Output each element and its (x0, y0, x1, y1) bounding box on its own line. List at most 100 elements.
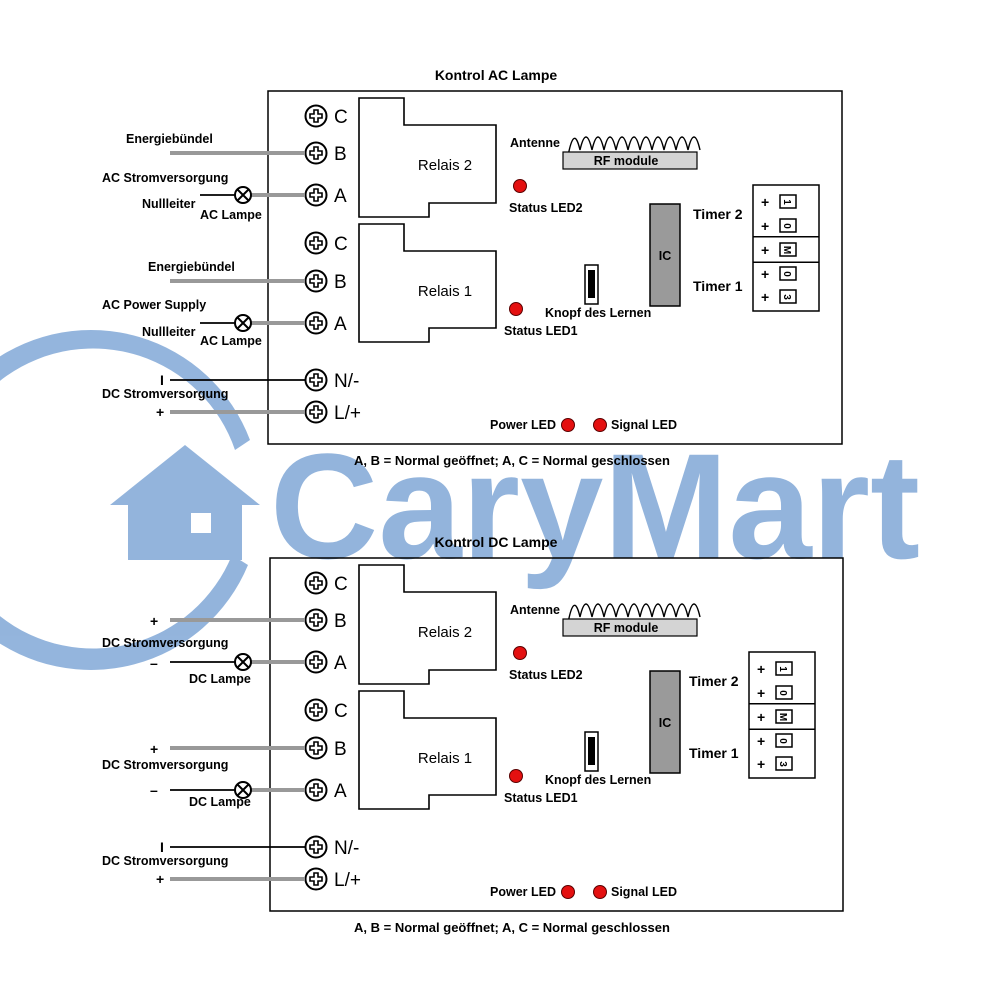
learn-button-label: Knopf des Lernen (545, 773, 651, 787)
relay-1: Relais 1 (358, 223, 497, 343)
ic-chip (649, 203, 681, 307)
lamp-icon (234, 186, 252, 204)
dc-supply-label: DC Stromversorgung (102, 387, 228, 401)
rf-module (562, 618, 698, 637)
terminal-l (304, 400, 328, 424)
status-led1-label: Status LED1 (504, 324, 578, 338)
antenna-coil-icon (567, 603, 701, 624)
terminal-r2-c-label: C (334, 574, 348, 595)
dc-plus-label: + (156, 871, 164, 887)
dip-key-label: 0 (777, 738, 788, 744)
status-led1 (509, 302, 523, 316)
antenna-coil-icon (567, 136, 701, 157)
dip-key-icon (779, 266, 797, 281)
ic-label: IC (659, 716, 672, 730)
dip-row: +M (761, 242, 797, 258)
watermark-house-window (191, 513, 211, 533)
terminal-n-label: N/- (334, 371, 359, 392)
dip-row: +0 (757, 685, 793, 701)
terminal-r2-c (304, 571, 328, 595)
dip-key-label: 1 (777, 666, 788, 672)
relay-1: Relais 1 (358, 690, 497, 810)
dc-minus-label: I (160, 839, 164, 855)
dip-key-icon (775, 685, 793, 700)
terminal-l-label: L/+ (334, 870, 361, 891)
terminal-n-label: N/- (334, 838, 359, 859)
dip-key-icon (775, 756, 793, 771)
terminal-screw-icon (309, 576, 323, 590)
terminal-r1-c-label: C (334, 234, 348, 255)
dip-row: +3 (757, 756, 793, 772)
dip-plus-sign: + (757, 756, 765, 772)
dip-key-label: 1 (781, 199, 792, 205)
status-led2-label: Status LED2 (509, 201, 583, 215)
relay-1-label: Relais 1 (418, 750, 472, 767)
dip-key-icon (779, 242, 797, 257)
lamp-cross (236, 655, 250, 669)
dip-plus-sign: + (761, 194, 769, 210)
status-led2 (513, 646, 527, 660)
signal-led (593, 418, 607, 432)
r2-lamp-label: AC Lampe (200, 208, 262, 222)
dip-key-label: 3 (781, 294, 792, 300)
dip-plus-sign: + (757, 709, 765, 725)
relay-2: Relais 2 (358, 564, 497, 685)
terminal-screw-icon (309, 741, 323, 755)
terminal-screw-icon (309, 840, 323, 854)
lamp-cross (236, 783, 250, 797)
power-led (561, 885, 575, 899)
board-outline (267, 90, 843, 445)
terminal-screw-icon (309, 274, 323, 288)
terminal-screw-icon (309, 146, 323, 160)
terminal-screw-icon (309, 188, 323, 202)
learn-button-icon (588, 737, 595, 765)
terminal-r1-c (304, 231, 328, 255)
terminal-screw-icon (309, 703, 323, 717)
dip-row: +1 (761, 194, 797, 210)
terminal-r1-a (304, 311, 328, 335)
board-outline (269, 557, 844, 912)
ic-chip (649, 670, 681, 774)
r1-supply-label: AC Power Supply (102, 298, 206, 312)
power-led-label: Power LED (490, 885, 556, 899)
r2-lamp-label: DC Lampe (189, 672, 251, 686)
r2-plus-label: + (150, 613, 158, 629)
terminal-r2-b-label: B (334, 144, 347, 165)
panel-title: Kontrol DC Lampe (435, 534, 558, 550)
terminal-screw-icon (309, 373, 323, 387)
terminal-r1-b-label: B (334, 272, 347, 293)
rf-module (562, 151, 698, 170)
lamp-cross (236, 316, 250, 330)
dip-key-icon (779, 218, 797, 233)
terminal-r2-c (304, 104, 328, 128)
r1-b-label: Energiebündel (148, 260, 235, 274)
dip-switch-block: +1+0+M+0+3 (748, 651, 816, 779)
r1-minus-label: – (150, 782, 158, 798)
dip-switch-block: +1+0+M+0+3 (752, 184, 820, 312)
signal-led (593, 885, 607, 899)
terminal-screw-icon (309, 109, 323, 123)
watermark-brand: CaryMart (270, 422, 920, 590)
relay-outline (358, 97, 497, 218)
status-led2 (513, 179, 527, 193)
r2-supply-label: DC Stromversorgung (102, 636, 228, 650)
dip-row: +1 (757, 661, 793, 677)
dip-row: +0 (761, 266, 797, 282)
signal-led-label: Signal LED (611, 418, 677, 432)
terminal-r2-a-label: A (334, 186, 347, 207)
learn-button-icon (588, 270, 595, 298)
terminal-screw-icon (309, 783, 323, 797)
signal-led-label: Signal LED (611, 885, 677, 899)
terminal-l-label: L/+ (334, 403, 361, 424)
dip-plus-sign: + (761, 289, 769, 305)
r1-plus-label: + (150, 741, 158, 757)
r1-neutral-label: Nullleiter (142, 325, 196, 339)
contact-note: A, B = Normal geöffnet; A, C = Normal ge… (354, 453, 670, 468)
dip-key-label: 3 (777, 761, 788, 767)
terminal-r2-a (304, 650, 328, 674)
status-led2-label: Status LED2 (509, 668, 583, 682)
